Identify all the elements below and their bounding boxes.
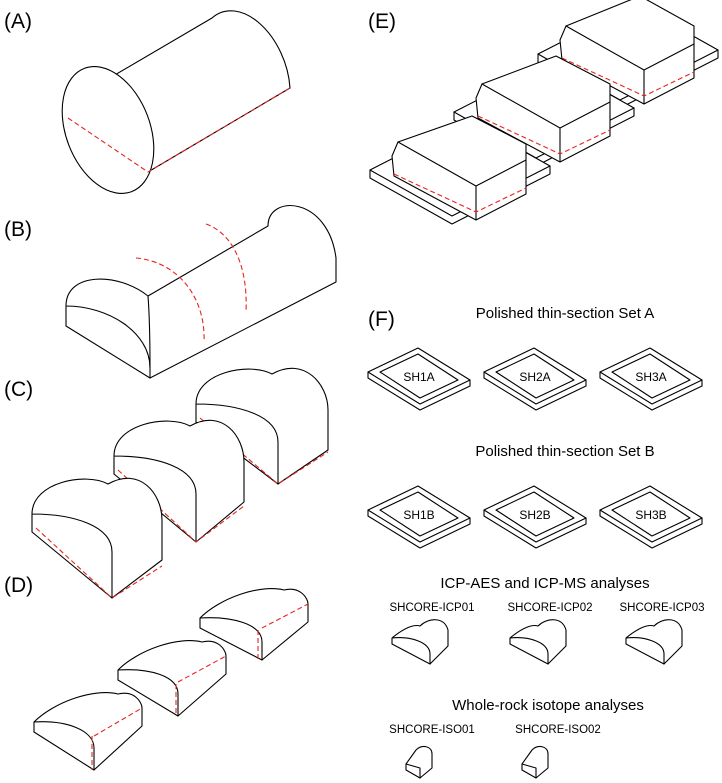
thin-section-sh3a: SH3A [599,347,703,411]
panel-label-f: (F) [368,308,395,331]
panel-label-b: (B) [4,218,32,241]
slab-d2 [117,640,227,717]
icp-label-02: SHCORE-ICP02 [508,602,593,614]
panel-label-c: (C) [4,378,33,401]
thin-section-sh2a: SH2A [483,347,587,411]
cut-line-b1 [135,257,205,343]
slab-d1 [33,692,143,771]
slide-label-sh3a: SH3A [635,370,666,384]
core-segment-c1 [31,477,163,599]
slide-label-sh1b: SH1B [403,508,434,522]
cut-line-a [67,87,291,173]
mounted-block-e1 [369,115,551,225]
slide-label-sh2a: SH2A [519,370,550,384]
icp-label-01: SHCORE-ICP01 [390,602,475,614]
set-b-heading: Polished thin-section Set B [475,443,654,460]
slide-label-sh1a: SH1A [403,370,434,384]
panel-label-d: (D) [4,574,33,597]
thin-section-sh3b: SH3B [599,485,703,549]
iso-sample-02 [521,745,549,779]
icp-label-03: SHCORE-ICP03 [620,602,705,614]
iso-label-01: SHCORE-ISO01 [389,724,475,736]
icp-sample-02 [509,619,567,665]
iso-label-02: SHCORE-ISO02 [515,724,601,736]
half-core [65,205,337,379]
slab-d3 [199,588,309,662]
iso-sample-01 [405,745,433,779]
thin-section-sh1b: SH1B [367,485,471,549]
slide-label-sh3b: SH3B [635,508,666,522]
iso-heading: Whole-rock isotope analyses [452,697,644,714]
thin-section-sh2b: SH2B [483,485,587,549]
full-core-cylinder [61,10,291,194]
cut-line-b2 [205,223,247,313]
panel-label-e: (E) [368,10,396,33]
thin-section-sh1a: SH1A [367,347,471,411]
icp-heading: ICP-AES and ICP-MS analyses [440,575,649,592]
panel-label-a: (A) [4,10,32,33]
icp-sample-01 [391,619,449,665]
slide-label-sh2b: SH2B [519,508,550,522]
set-a-heading: Polished thin-section Set A [476,305,654,322]
icp-sample-03 [625,619,683,665]
